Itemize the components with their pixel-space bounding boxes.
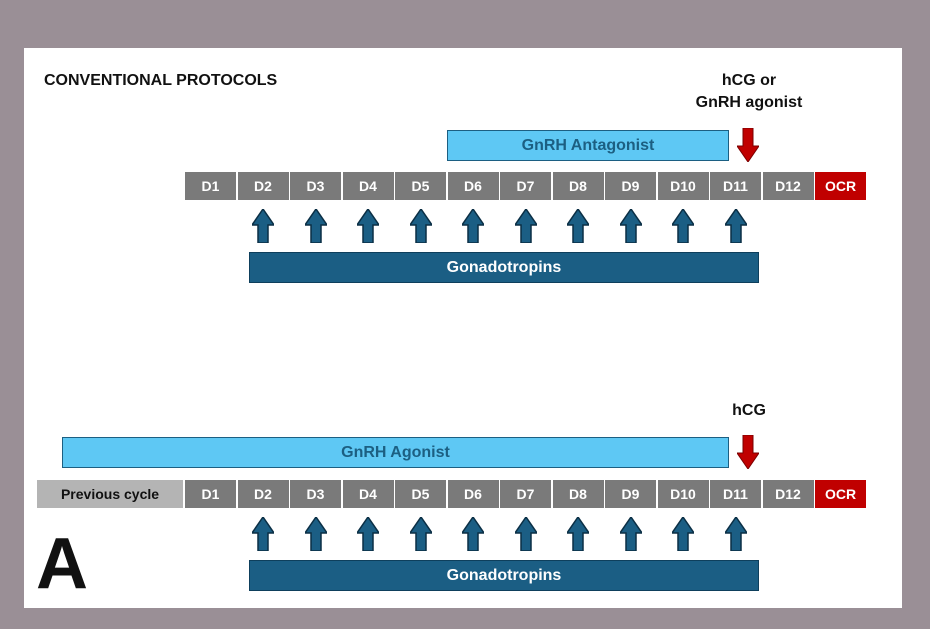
top-trigger-arrow-icon bbox=[737, 128, 759, 162]
bottom-day-cell: D1 bbox=[185, 480, 236, 508]
top-retrieval-cell: OCR bbox=[815, 172, 866, 200]
top-day-cell: D11 bbox=[710, 172, 761, 200]
bottom-dose-arrow-icon bbox=[567, 517, 589, 551]
top-day-cell: D6 bbox=[447, 172, 499, 200]
top-day-cell: D3 bbox=[290, 172, 341, 200]
top-dose-arrow-icon bbox=[514, 209, 537, 243]
top-day-cell: D7 bbox=[500, 172, 551, 200]
bottom-day-cell: D3 bbox=[290, 480, 341, 508]
top-dose-arrow-icon bbox=[357, 209, 379, 243]
top-dose-arrow-icon bbox=[409, 209, 432, 243]
top-dose-arrow-icon bbox=[672, 209, 694, 243]
bottom-day-cell: D5 bbox=[395, 480, 446, 508]
diagram-title: CONVENTIONAL PROTOCOLS bbox=[44, 72, 278, 89]
bottom-day-cell: D4 bbox=[342, 480, 394, 508]
top-day-cell: D1 bbox=[185, 172, 236, 200]
bottom-dose-arrow-icon bbox=[252, 517, 274, 551]
gnrh-antagonist-bar: GnRH Antagonist bbox=[447, 130, 729, 161]
bottom-dose-arrow-icon bbox=[724, 517, 747, 551]
top-trigger-note: hCG or GnRH agonist bbox=[684, 70, 814, 114]
top-dose-arrow-icon bbox=[462, 209, 484, 243]
bottom-day-cell: D8 bbox=[552, 480, 604, 508]
top-trigger-line1: hCG or bbox=[721, 72, 777, 89]
bottom-trigger-arrow-icon bbox=[737, 435, 759, 469]
gnrh-agonist-bar: GnRH Agonist bbox=[62, 437, 729, 468]
bottom-dose-arrow-icon bbox=[672, 517, 694, 551]
bottom-day-cell: D12 bbox=[762, 480, 814, 508]
previous-cycle-cell: Previous cycle bbox=[37, 480, 183, 508]
top-day-cell: D4 bbox=[342, 172, 394, 200]
bottom-trigger-note: hCG bbox=[732, 402, 766, 419]
bottom-day-cell: D6 bbox=[447, 480, 499, 508]
bottom-day-cell: D7 bbox=[500, 480, 551, 508]
bottom-day-cell: D9 bbox=[605, 480, 656, 508]
top-gonadotropins-bar: Gonadotropins bbox=[249, 252, 759, 283]
top-dose-arrow-icon bbox=[619, 209, 642, 243]
bottom-dose-arrow-icon bbox=[514, 517, 537, 551]
bottom-retrieval-cell: OCR bbox=[815, 480, 866, 508]
top-dose-arrow-icon bbox=[567, 209, 589, 243]
top-trigger-line2: GnRH agonist bbox=[695, 94, 803, 111]
bottom-dose-arrow-icon bbox=[462, 517, 484, 551]
top-day-cell: D8 bbox=[552, 172, 604, 200]
top-day-cell: D5 bbox=[395, 172, 446, 200]
bottom-day-cell: D11 bbox=[710, 480, 761, 508]
top-dose-arrow-icon bbox=[252, 209, 274, 243]
bottom-gonadotropins-bar: Gonadotropins bbox=[249, 560, 759, 591]
bottom-dose-arrow-icon bbox=[304, 517, 327, 551]
top-day-cell: D2 bbox=[237, 172, 289, 200]
panel-letter: A bbox=[36, 524, 88, 604]
bottom-dose-arrow-icon bbox=[619, 517, 642, 551]
bottom-dose-arrow-icon bbox=[357, 517, 379, 551]
top-dose-arrow-icon bbox=[304, 209, 327, 243]
bottom-day-cell: D10 bbox=[657, 480, 709, 508]
top-day-cell: D12 bbox=[762, 172, 814, 200]
top-day-cell: D9 bbox=[605, 172, 656, 200]
top-dose-arrow-icon bbox=[724, 209, 747, 243]
top-day-cell: D10 bbox=[657, 172, 709, 200]
bottom-dose-arrow-icon bbox=[409, 517, 432, 551]
bottom-day-cell: D2 bbox=[237, 480, 289, 508]
